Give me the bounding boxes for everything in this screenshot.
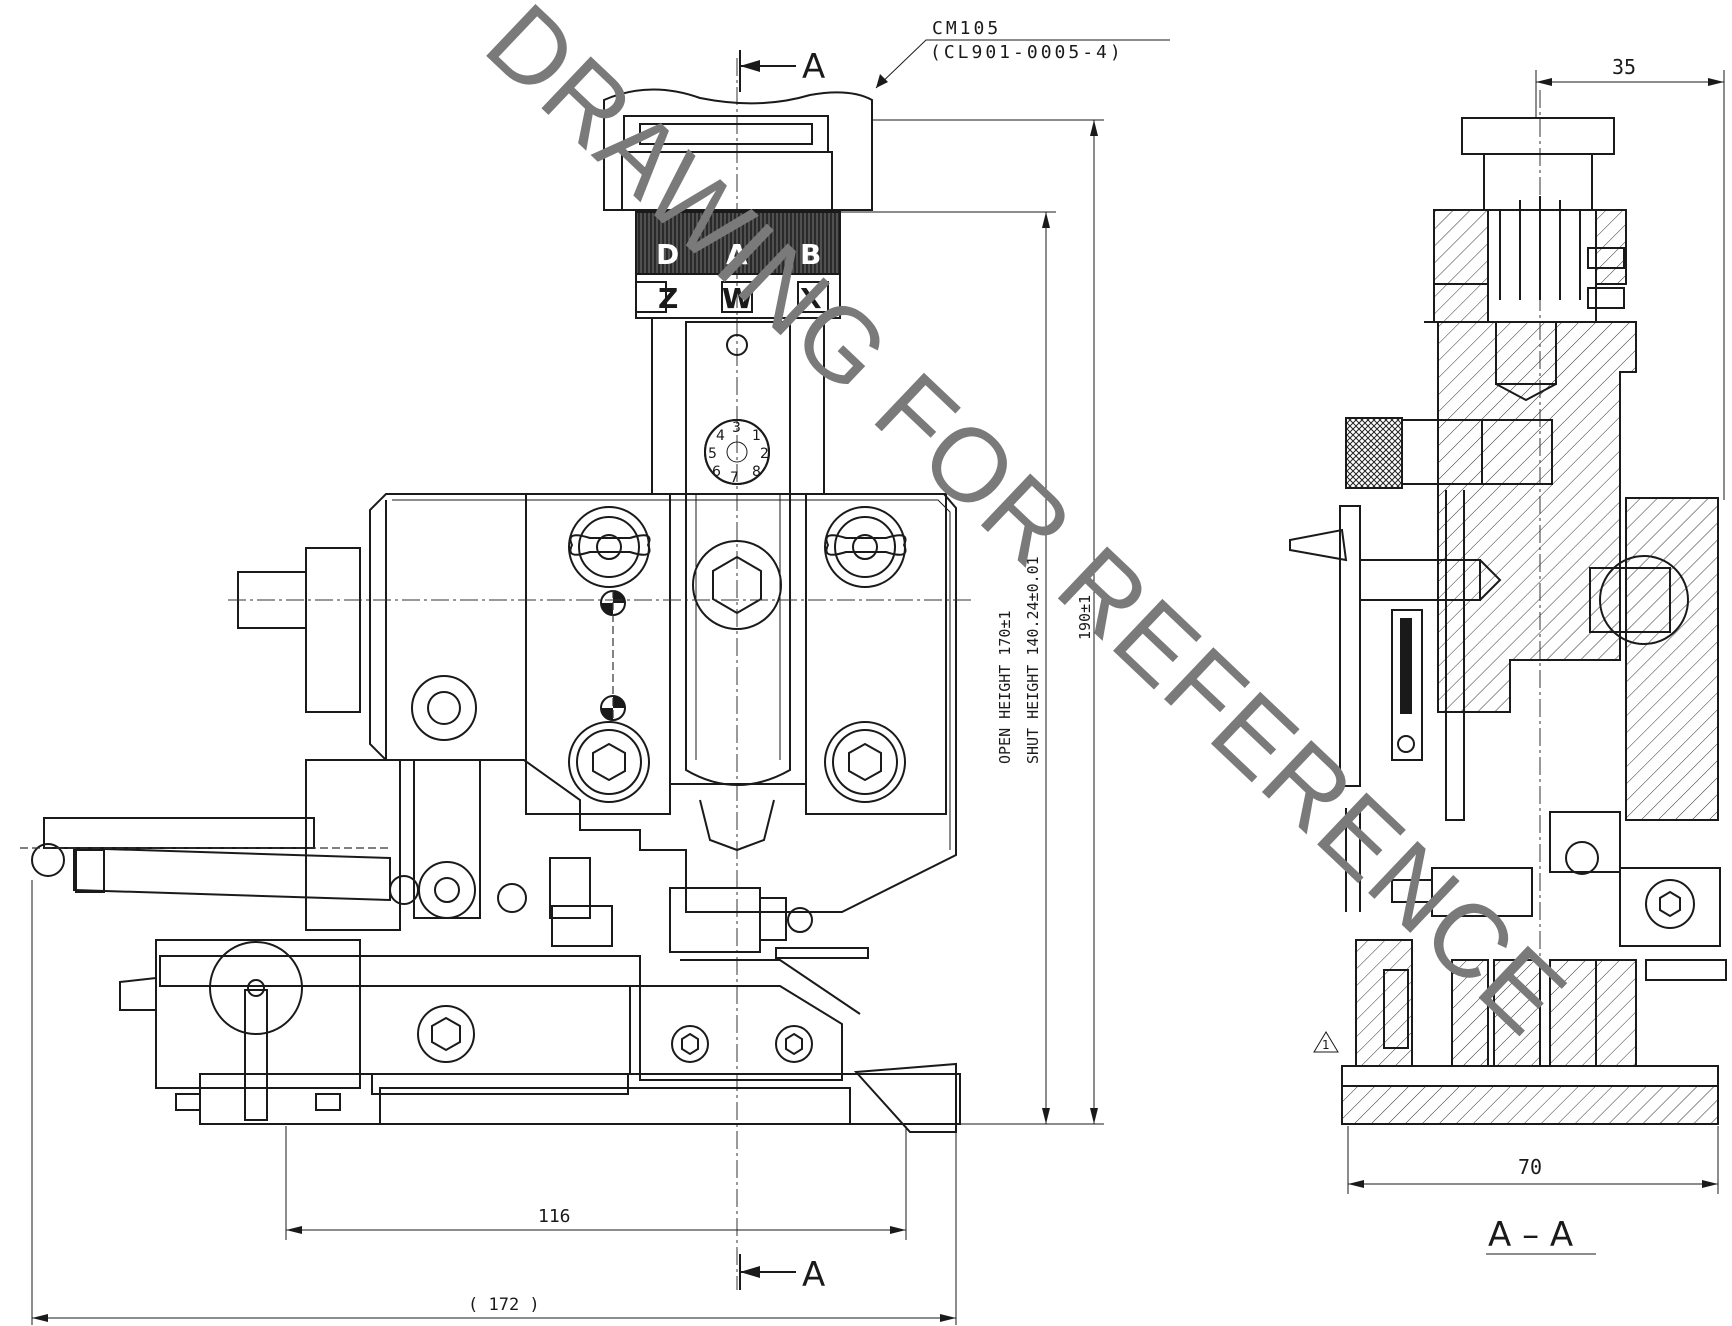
dial-number-5: 5 (708, 446, 717, 462)
section-marker-top: A (802, 47, 825, 87)
dial-number-2: 2 (760, 446, 769, 462)
dim-overall-height: 190±1 (1076, 595, 1094, 640)
dim-shut-height: SHUT HEIGHT 140.24±0.01 (1024, 556, 1042, 764)
revision-mark: 1 (1322, 1038, 1330, 1052)
adjust-dial: 1 2 3 4 5 6 7 8 (704, 419, 770, 486)
dimension-lines (31, 39, 1725, 1325)
die-letter-z: Z (658, 282, 678, 315)
dim-overall-width: ( 172 ) (468, 1295, 540, 1315)
dim-side-base: 70 (1518, 1155, 1542, 1179)
section-view-label: A – A (1488, 1215, 1573, 1255)
section-marker-bottom: A (802, 1255, 825, 1295)
front-view (20, 58, 972, 1290)
dim-open-height: OPEN HEIGHT 170±1 (996, 610, 1014, 764)
dim-side-width: 35 (1612, 55, 1636, 79)
dial-number-7: 7 (730, 470, 739, 486)
dial-number-1: 1 (752, 428, 761, 444)
die-letter-b: B (800, 238, 821, 271)
die-letter-a: A (726, 238, 748, 271)
dial-number-4: 4 (716, 428, 725, 444)
dial-number-6: 6 (712, 464, 721, 480)
section-view-a-a (1289, 90, 1727, 1125)
dim-base-width: 116 (538, 1206, 571, 1227)
callout-part-no: CM105 (932, 18, 1001, 39)
die-letter-x: X (800, 282, 822, 315)
die-letter-w: W (722, 282, 753, 315)
dial-number-8: 8 (752, 464, 761, 480)
die-letter-d: D (656, 238, 679, 271)
dial-number-3: 3 (732, 420, 741, 436)
callout-part-ref: (CL901-0005-4) (930, 42, 1124, 63)
